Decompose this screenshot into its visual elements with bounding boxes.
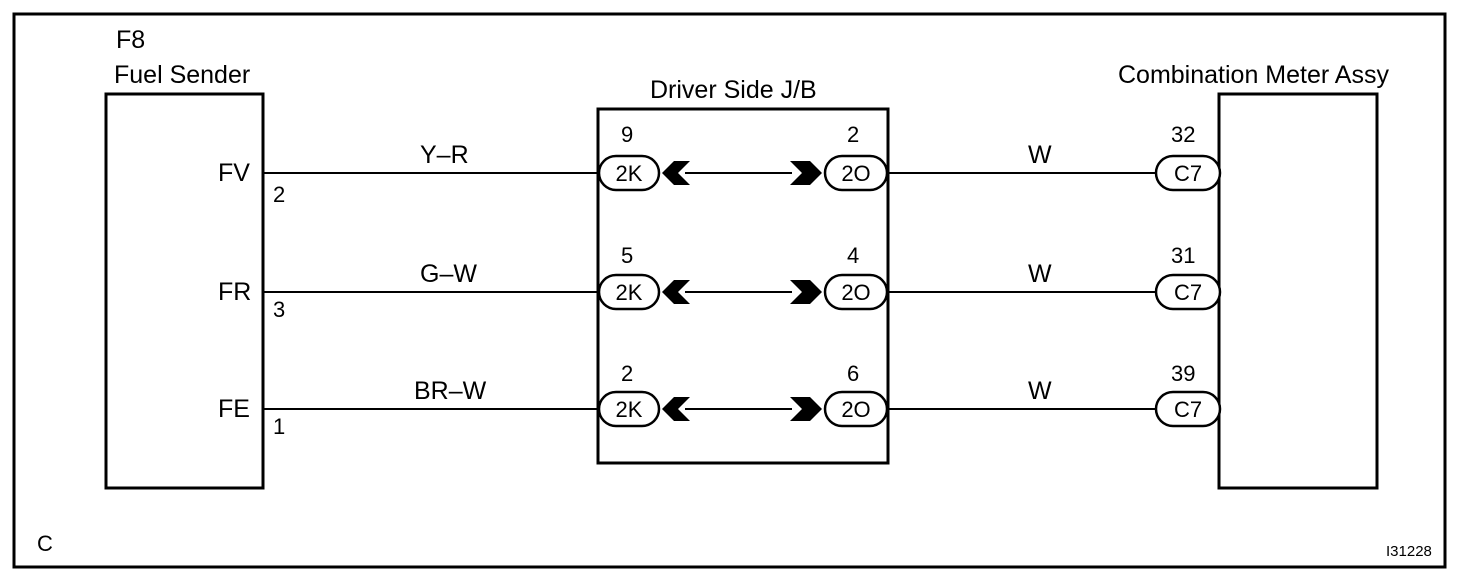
connector xyxy=(1154,273,1222,311)
connector-code: 2K xyxy=(616,161,643,186)
connector-code: C7 xyxy=(1174,397,1202,422)
circuit-row: FR 3 G–W 5 2K 4 2O W 31 C7 xyxy=(218,243,1222,322)
connector-arrow-left-icon xyxy=(662,280,690,304)
wire-color-label: W xyxy=(1028,141,1052,169)
corner-label: C xyxy=(37,531,53,556)
connector xyxy=(1154,390,1222,428)
connector-pin: 32 xyxy=(1171,122,1195,147)
junction-block-box xyxy=(596,107,890,465)
combination-meter-title: Combination Meter Assy xyxy=(1118,61,1389,89)
wire-color-label: BR–W xyxy=(414,377,487,405)
wire-color-label: G–W xyxy=(420,260,477,288)
connector-pin: 39 xyxy=(1171,361,1195,386)
terminal-name: FV xyxy=(218,159,250,187)
wire-color-label: W xyxy=(1028,377,1052,405)
connector-pin: 2 xyxy=(847,122,859,147)
combination-meter-box xyxy=(1217,92,1379,490)
circuit-row: FV 2 Y–R 9 2K 2 2O W 32 C7 xyxy=(218,122,1222,207)
wire-color-label: W xyxy=(1028,260,1052,288)
connector-code: 2K xyxy=(616,397,643,422)
connector-pin: 6 xyxy=(847,361,859,386)
connector xyxy=(1154,154,1222,192)
terminal-name: FR xyxy=(218,278,251,306)
connector-code: C7 xyxy=(1174,280,1202,305)
junction-block-title: Driver Side J/B xyxy=(650,76,817,104)
connector-code: 2O xyxy=(841,397,870,422)
terminal-pin: 3 xyxy=(273,297,285,322)
connector xyxy=(597,273,661,311)
connector-code: C7 xyxy=(1174,161,1202,186)
connector xyxy=(597,154,661,192)
wire-color-label: Y–R xyxy=(420,141,469,169)
connector-code: 2K xyxy=(616,280,643,305)
fuel-sender-title: Fuel Sender xyxy=(114,61,250,89)
connector-code: 2O xyxy=(841,161,870,186)
connector-arrow-right-icon xyxy=(790,161,822,185)
connector-pin: 9 xyxy=(621,122,633,147)
figure-code: I31228 xyxy=(1386,543,1432,560)
connector-arrow-left-icon xyxy=(662,161,690,185)
connector-pin: 4 xyxy=(847,243,859,268)
fuel-sender-code: F8 xyxy=(116,26,145,54)
diagram-frame xyxy=(12,12,1447,569)
connector-pin: 2 xyxy=(621,361,633,386)
terminal-pin: 2 xyxy=(273,182,285,207)
connector-pin: 31 xyxy=(1171,243,1195,268)
connector-code: 2O xyxy=(841,280,870,305)
terminal-pin: 1 xyxy=(273,414,285,439)
connector-arrow-right-icon xyxy=(790,397,822,421)
circuit-row: FE 1 BR–W 2 2K 6 2O W 39 C7 xyxy=(218,361,1222,439)
connector-arrow-left-icon xyxy=(662,397,690,421)
connector xyxy=(597,390,661,428)
terminal-name: FE xyxy=(218,395,250,423)
connector-pin: 5 xyxy=(621,243,633,268)
connector-arrow-right-icon xyxy=(790,280,822,304)
